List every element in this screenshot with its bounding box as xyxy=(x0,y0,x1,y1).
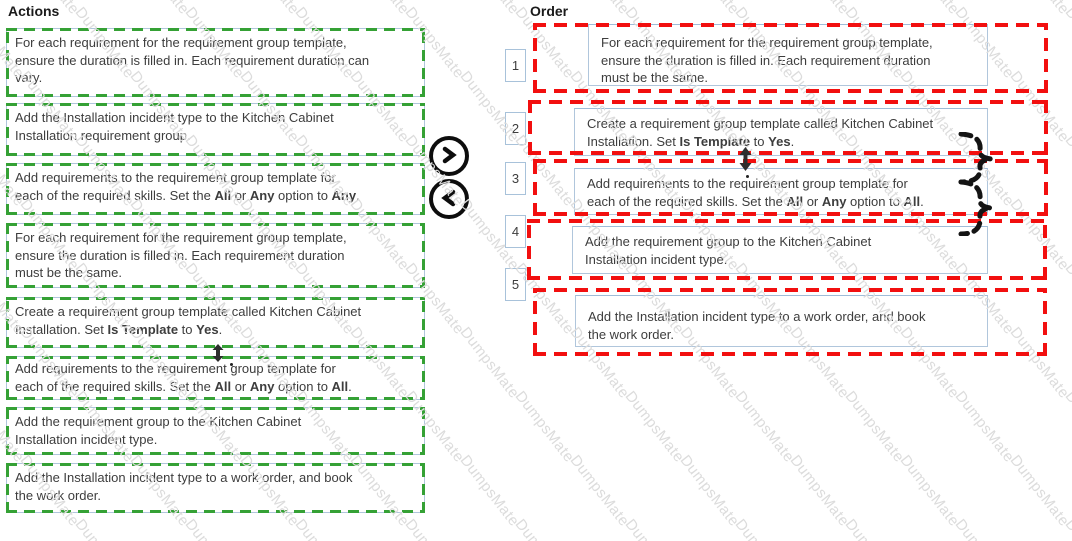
order-position-1: 1 xyxy=(505,49,526,82)
order-item-1[interactable]: For each requirement for the requirement… xyxy=(588,24,988,86)
action-item-text: Add requirements to the requirement grou… xyxy=(15,170,360,203)
action-item-text: For each requirement for the requirement… xyxy=(15,35,370,85)
action-item-text: Add the requirement group to the Kitchen… xyxy=(15,414,302,447)
action-item-8[interactable]: Add the Installation incident type to a … xyxy=(6,463,425,513)
chevron-left-icon xyxy=(440,189,458,210)
action-item-3[interactable]: Add requirements to the requirement grou… xyxy=(6,163,425,215)
action-item-text: For each requirement for the requirement… xyxy=(15,230,347,280)
order-position-4: 4 xyxy=(505,215,526,248)
order-position-2: 2 xyxy=(505,112,526,145)
order-item-2[interactable]: Create a requirement group template call… xyxy=(574,108,988,156)
order-item-text: Create a requirement group template call… xyxy=(587,116,934,149)
cursor-dot xyxy=(230,363,233,366)
action-item-6[interactable]: Add requirements to the requirement grou… xyxy=(6,356,425,400)
move-right-button[interactable] xyxy=(429,136,469,176)
order-header: Order xyxy=(530,3,569,19)
move-left-button[interactable] xyxy=(429,179,469,219)
order-item-5[interactable]: Add the Installation incident type to a … xyxy=(575,295,988,347)
order-item-text: For each requirement for the requirement… xyxy=(601,35,933,85)
order-item-text: Add the Installation incident type to a … xyxy=(588,309,926,342)
cursor-dot xyxy=(746,175,749,178)
action-item-1[interactable]: For each requirement for the requirement… xyxy=(6,28,425,97)
action-item-2[interactable]: Add the Installation incident type to th… xyxy=(6,103,425,156)
action-item-4[interactable]: For each requirement for the requirement… xyxy=(6,223,425,288)
order-item-text: Add the requirement group to the Kitchen… xyxy=(585,234,872,267)
action-item-text: Add requirements to the requirement grou… xyxy=(15,361,352,394)
order-item-text: Add requirements to the requirement grou… xyxy=(587,176,924,209)
action-item-text: Create a requirement group template call… xyxy=(15,304,362,337)
action-item-text: Add the Installation incident type to th… xyxy=(15,110,334,143)
action-item-7[interactable]: Add the requirement group to the Kitchen… xyxy=(6,407,425,455)
actions-header: Actions xyxy=(8,3,60,19)
order-position-5: 5 xyxy=(505,268,526,301)
order-item-3[interactable]: Add requirements to the requirement grou… xyxy=(574,168,988,215)
order-position-3: 3 xyxy=(505,162,526,195)
order-item-4[interactable]: Add the requirement group to the Kitchen… xyxy=(572,226,988,274)
chevron-right-icon xyxy=(440,146,458,167)
action-item-text: Add the Installation incident type to a … xyxy=(15,470,353,503)
action-item-5[interactable]: Create a requirement group template call… xyxy=(6,297,425,348)
